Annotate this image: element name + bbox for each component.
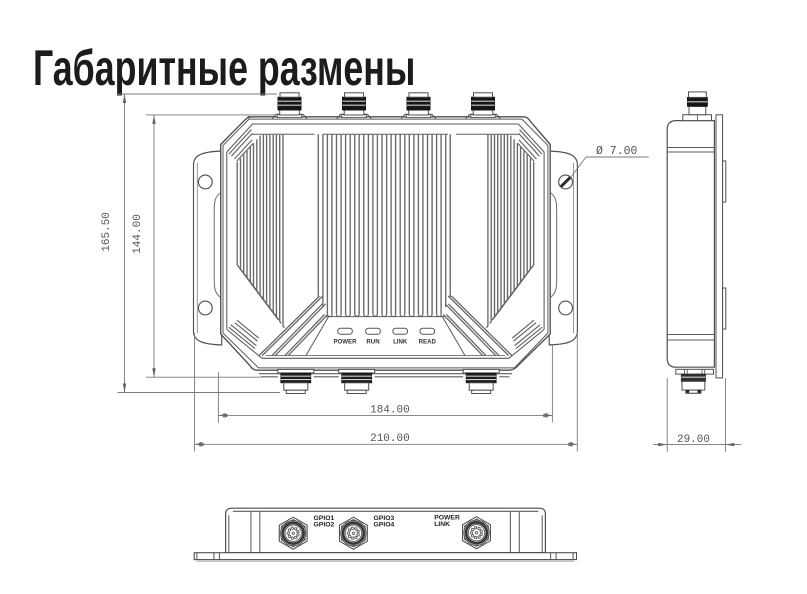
svg-text:LINK: LINK xyxy=(393,339,408,346)
svg-text:LINK: LINK xyxy=(434,521,450,528)
svg-text:165.50: 165.50 xyxy=(101,212,113,252)
svg-text:GPIO1: GPIO1 xyxy=(314,515,335,522)
svg-text:GPIO3: GPIO3 xyxy=(374,515,395,522)
svg-text:RUN: RUN xyxy=(366,339,379,346)
svg-text:210.00: 210.00 xyxy=(370,433,410,445)
svg-text:READ: READ xyxy=(419,339,437,346)
svg-text:GPIO4: GPIO4 xyxy=(374,521,395,528)
svg-text:184.00: 184.00 xyxy=(370,405,410,417)
svg-text:POWER: POWER xyxy=(333,339,357,346)
svg-text:POWER: POWER xyxy=(434,515,460,522)
svg-text:29.00: 29.00 xyxy=(677,434,710,446)
svg-text:Ø 7.00: Ø 7.00 xyxy=(596,145,638,158)
svg-text:GPIO2: GPIO2 xyxy=(314,521,335,528)
svg-text:144.00: 144.00 xyxy=(132,214,144,254)
